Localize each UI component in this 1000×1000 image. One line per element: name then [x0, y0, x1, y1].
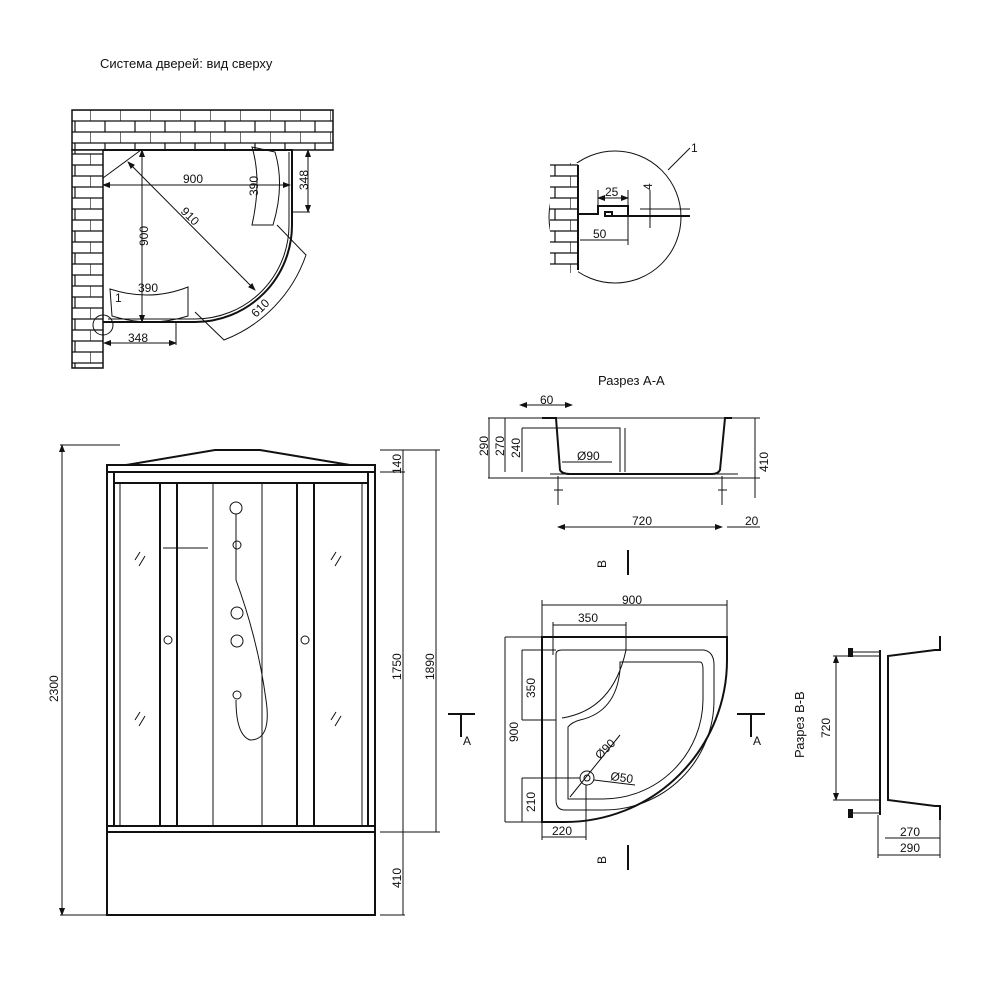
- enclosure-outline: [103, 149, 293, 323]
- dim-270: 270: [900, 825, 920, 839]
- marker-a-right: A: [753, 734, 761, 748]
- section-aa: Разрез А-А 60 290 270 240 Ø90 410 720 20: [477, 373, 771, 530]
- detail-label: 1: [691, 141, 698, 155]
- dim-410: 410: [757, 452, 771, 472]
- arc-dimension: [194, 224, 307, 341]
- dim-60: 60: [540, 393, 554, 407]
- dim-depth: 900: [137, 226, 151, 246]
- dim-220: 220: [552, 824, 572, 838]
- dim-900-top: 900: [622, 593, 642, 607]
- dim-4: 4: [641, 183, 655, 190]
- marker-b-bottom: B: [595, 856, 609, 864]
- dim-diagonal: 910: [178, 204, 202, 228]
- section-bb-title: Разрез В-В: [792, 691, 807, 758]
- marker-b-top: B: [595, 560, 609, 568]
- dim-width: 900: [183, 172, 203, 186]
- dim-2300: 2300: [47, 675, 61, 702]
- dim-410: 410: [390, 868, 404, 888]
- dim-350-top: 350: [578, 611, 598, 625]
- front-view: 2300 140 1750 1890 410: [47, 444, 440, 916]
- dim-fixed-right: 348: [297, 170, 311, 190]
- brick-wall-top: [71, 109, 334, 151]
- drawing-title: Система дверей: вид сверху: [100, 56, 273, 71]
- dim-d90: Ø90: [592, 736, 618, 762]
- dim-25: 25: [605, 185, 619, 199]
- dim-900-left: 900: [507, 722, 521, 742]
- dim-fixed-bottom: 348: [128, 331, 148, 345]
- dim-1750: 1750: [390, 653, 404, 680]
- brick-wall-left: [71, 149, 104, 369]
- section-bb: Разрез В-В 720 270 290: [792, 636, 941, 858]
- dim-door-top: 390: [247, 176, 261, 196]
- dim-50: 50: [593, 227, 607, 241]
- top-view: 900 900 910 390 390 348 348 610 1: [71, 109, 334, 369]
- dim-20: 20: [745, 514, 759, 528]
- dim-140: 140: [390, 454, 404, 474]
- dim-door-left: 390: [138, 281, 158, 295]
- dim-290: 290: [900, 841, 920, 855]
- detail-callout-circle: [92, 314, 114, 336]
- dim-720: 720: [819, 718, 833, 738]
- dim-d90: Ø90: [577, 449, 600, 463]
- dim-210: 210: [524, 792, 538, 812]
- detail-view: 25 4 50 1: [548, 141, 698, 284]
- dim-d50: Ø50: [610, 769, 635, 786]
- tray-plan: 900 350 900 350 210 220 Ø90 Ø50: [504, 593, 728, 840]
- dim-350-left: 350: [524, 678, 538, 698]
- callout-label: 1: [115, 291, 122, 305]
- marker-a-left: A: [463, 734, 471, 748]
- section-markers: A A B B: [448, 550, 765, 870]
- section-aa-title: Разрез А-А: [598, 373, 665, 388]
- dim-240: 240: [509, 438, 523, 458]
- dim-290: 290: [477, 436, 491, 456]
- dim-720: 720: [632, 514, 652, 528]
- dim-1890: 1890: [423, 653, 437, 680]
- dim-270: 270: [493, 436, 507, 456]
- shower-head-icon: [229, 501, 243, 515]
